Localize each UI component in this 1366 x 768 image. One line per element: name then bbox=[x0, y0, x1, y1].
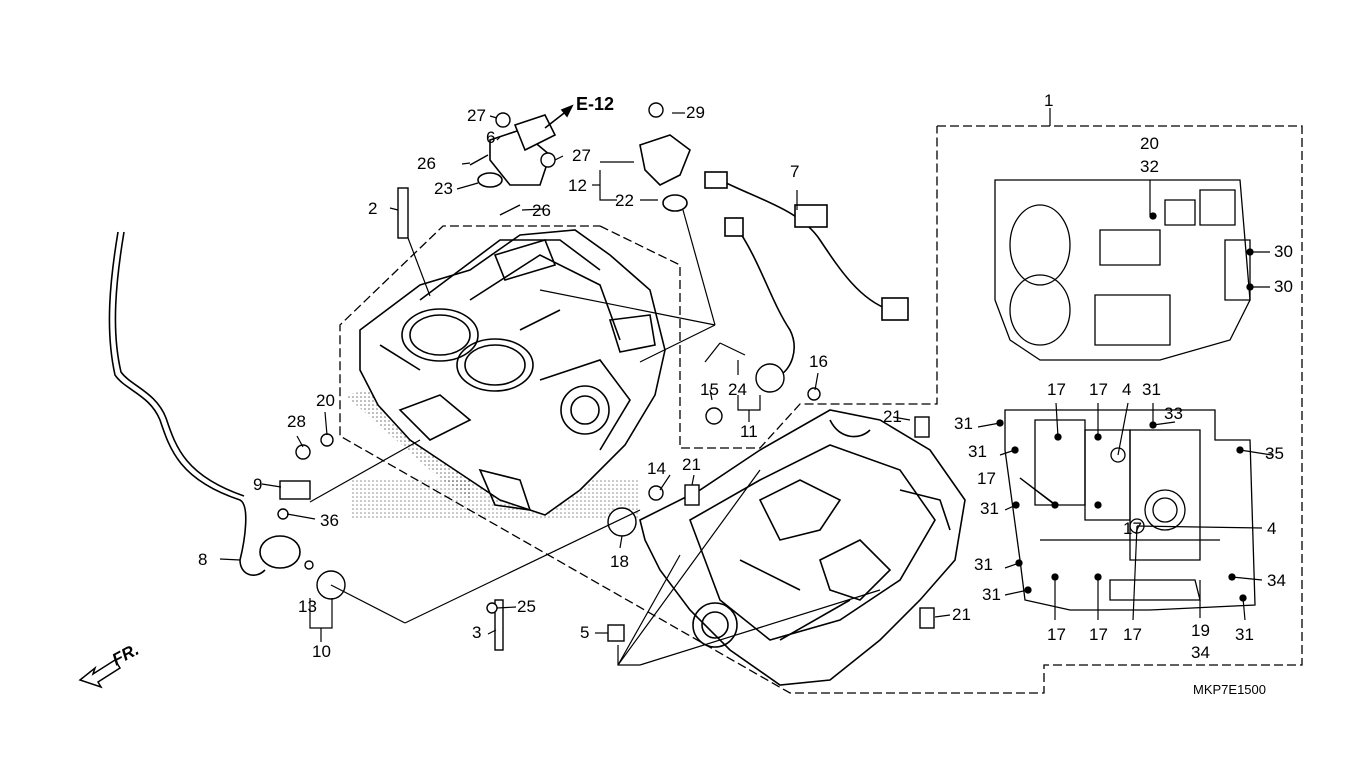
leader-lines bbox=[219, 112, 1273, 666]
water-joint bbox=[477, 114, 557, 188]
callout-17: 17 bbox=[1123, 519, 1142, 538]
sensor-part bbox=[639, 134, 691, 212]
upper-crankcase bbox=[359, 229, 666, 516]
callout-6: 6 bbox=[486, 128, 496, 147]
callout-11: 11 bbox=[740, 422, 758, 441]
lower-case-detail bbox=[996, 409, 1256, 611]
callout-34: 34 bbox=[1267, 571, 1286, 590]
callout-14: 14 bbox=[647, 459, 666, 478]
callout-28: 28 bbox=[287, 412, 306, 431]
callout-26: 26 bbox=[417, 154, 436, 173]
callout-16: 16 bbox=[809, 352, 828, 371]
callout-32: 32 bbox=[1140, 157, 1159, 176]
callout-33: 33 bbox=[1164, 404, 1183, 423]
callout-23: 23 bbox=[434, 179, 453, 198]
callout-7: 7 bbox=[790, 162, 800, 181]
upper-case-detail bbox=[994, 179, 1254, 361]
callout-27: 27 bbox=[467, 106, 486, 125]
callout-17: 17 bbox=[1123, 625, 1142, 644]
callout-31: 31 bbox=[1235, 625, 1254, 644]
callout-12: 12 bbox=[568, 176, 587, 195]
callout-31: 31 bbox=[980, 499, 999, 518]
callout-15: 15 bbox=[700, 380, 719, 399]
reference-e12: E-12 bbox=[576, 94, 615, 114]
callout-17: 17 bbox=[1047, 625, 1066, 644]
callout-22: 22 bbox=[615, 191, 634, 210]
callout-26: 26 bbox=[532, 201, 551, 220]
reference-arrow bbox=[544, 104, 574, 129]
callout-17: 17 bbox=[1089, 625, 1108, 644]
wire-harness bbox=[704, 171, 909, 376]
callout-21: 21 bbox=[682, 455, 701, 474]
callout-20: 20 bbox=[1140, 134, 1159, 153]
callout-10: 10 bbox=[312, 642, 331, 661]
callout-34: 34 bbox=[1191, 643, 1210, 662]
callout-31: 31 bbox=[982, 585, 1001, 604]
breather-tube bbox=[108, 231, 301, 576]
callout-18: 18 bbox=[610, 552, 629, 571]
callout-1: 1 bbox=[1044, 91, 1054, 110]
fasteners bbox=[277, 102, 935, 651]
callout-20: 20 bbox=[316, 391, 335, 410]
callout-2: 2 bbox=[368, 199, 378, 218]
callout-17: 17 bbox=[977, 469, 996, 488]
studs bbox=[469, 154, 521, 216]
lower-crankcase bbox=[639, 409, 966, 686]
callout-5: 5 bbox=[580, 623, 590, 642]
crankcase-set-boundary bbox=[339, 125, 1303, 694]
callout-27: 27 bbox=[572, 146, 591, 165]
callout-21: 21 bbox=[952, 605, 971, 624]
callout-29: 29 bbox=[686, 103, 705, 122]
callout-24: 24 bbox=[728, 380, 747, 399]
callout-25: 25 bbox=[517, 597, 536, 616]
callout-36: 36 bbox=[320, 511, 339, 530]
callout-4: 4 bbox=[1122, 380, 1132, 399]
callout-31: 31 bbox=[1142, 380, 1161, 399]
callout-3: 3 bbox=[472, 623, 482, 642]
callout-30: 30 bbox=[1274, 242, 1293, 261]
callout-8: 8 bbox=[198, 550, 208, 569]
front-direction-arrow bbox=[78, 658, 122, 689]
callout-4: 4 bbox=[1267, 519, 1277, 538]
callout-17: 17 bbox=[1089, 380, 1108, 399]
callout-31: 31 bbox=[968, 442, 987, 461]
callout-17: 17 bbox=[1047, 380, 1066, 399]
callout-31: 31 bbox=[974, 555, 993, 574]
callout-30: 30 bbox=[1274, 277, 1293, 296]
diagram-code: MKP7E1500 bbox=[1193, 682, 1266, 697]
callout-31: 31 bbox=[954, 414, 973, 433]
callout-21: 21 bbox=[883, 407, 902, 426]
callout-35: 35 bbox=[1265, 444, 1284, 463]
callout-19: 19 bbox=[1191, 621, 1210, 640]
callout-9: 9 bbox=[253, 475, 263, 494]
callout-13: 13 bbox=[298, 597, 317, 616]
